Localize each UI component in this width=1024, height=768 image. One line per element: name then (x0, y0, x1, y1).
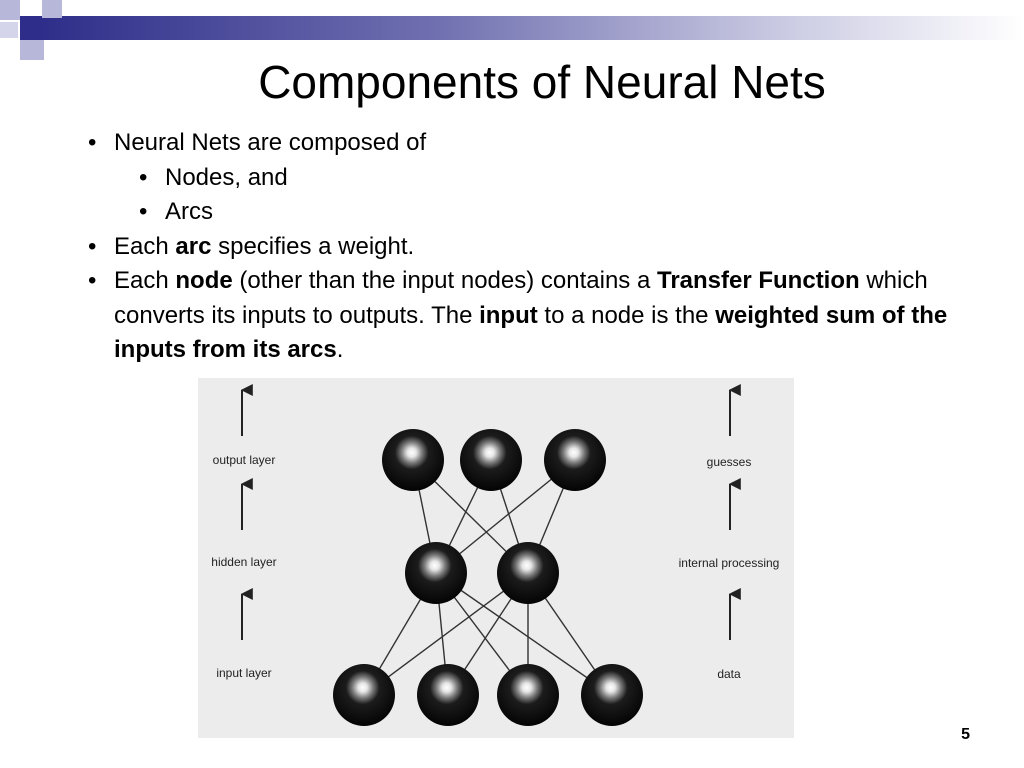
input-node (497, 664, 559, 726)
bullet-item: Each arc specifies a weight. (88, 230, 998, 265)
bullet-text: . (336, 336, 344, 363)
bullet-bold-term: node (175, 267, 233, 294)
neural-net-diagram: output layer hidden layer input layer gu… (198, 378, 794, 738)
output-node (382, 429, 444, 491)
guesses-label: guesses (707, 455, 752, 469)
bullet-text: Neural Nets are composed of (114, 129, 427, 156)
hidden-layer-label: hidden layer (211, 555, 276, 569)
bullet-item: Neural Nets are composed of Nodes, and A… (88, 126, 998, 230)
connection-arc (363, 572, 529, 696)
bullet-bold-term: input (479, 301, 538, 329)
bullet-text: (other than the input nodes) contains a (232, 267, 657, 294)
bullet-item: Each node (other than the input nodes) c… (88, 264, 998, 368)
internal-processing-label: internal processing (679, 556, 780, 570)
output-node (460, 429, 522, 491)
bullet-text: to a node is the (537, 301, 716, 329)
slide-number: 5 (961, 726, 970, 743)
bullet-list: Neural Nets are composed of Nodes, and A… (88, 126, 998, 368)
header-square-light (0, 0, 20, 20)
sub-bullet-item: Arcs (139, 195, 998, 230)
output-layer-label: output layer (213, 453, 276, 467)
neural-net-svg: output layer hidden layer input layer gu… (211, 384, 780, 726)
header-square-light (42, 0, 62, 18)
hidden-node (405, 542, 467, 604)
input-node (581, 664, 643, 726)
hidden-node (497, 542, 559, 604)
bullet-text: specifies a weight. (211, 232, 415, 260)
bullet-bold-term: Transfer Function (656, 267, 860, 294)
header-square-light (20, 40, 44, 60)
bullet-bold-term: arc (175, 232, 212, 260)
connection-arcs (363, 459, 613, 696)
data-label: data (717, 667, 741, 681)
sub-bullet-list: Nodes, and Arcs (114, 161, 998, 230)
header-decoration-bar (40, 16, 1024, 40)
slide-title: Components of Neural Nets (258, 56, 826, 108)
output-node (544, 429, 606, 491)
bullet-text: Each (114, 232, 176, 260)
sub-bullet-item: Nodes, and (139, 161, 998, 196)
bullet-text: which converts its inputs to outputs. Th… (114, 267, 928, 329)
network-nodes (333, 429, 643, 726)
header-square-dark (20, 16, 44, 40)
header-square-light (0, 22, 18, 38)
bullet-bold-term: weighted sum of the inputs from its arcs (114, 301, 948, 364)
input-layer-label: input layer (216, 666, 271, 680)
bullet-text: Each (114, 267, 176, 294)
input-node (417, 664, 479, 726)
input-node (333, 664, 395, 726)
connection-arc (435, 572, 613, 696)
